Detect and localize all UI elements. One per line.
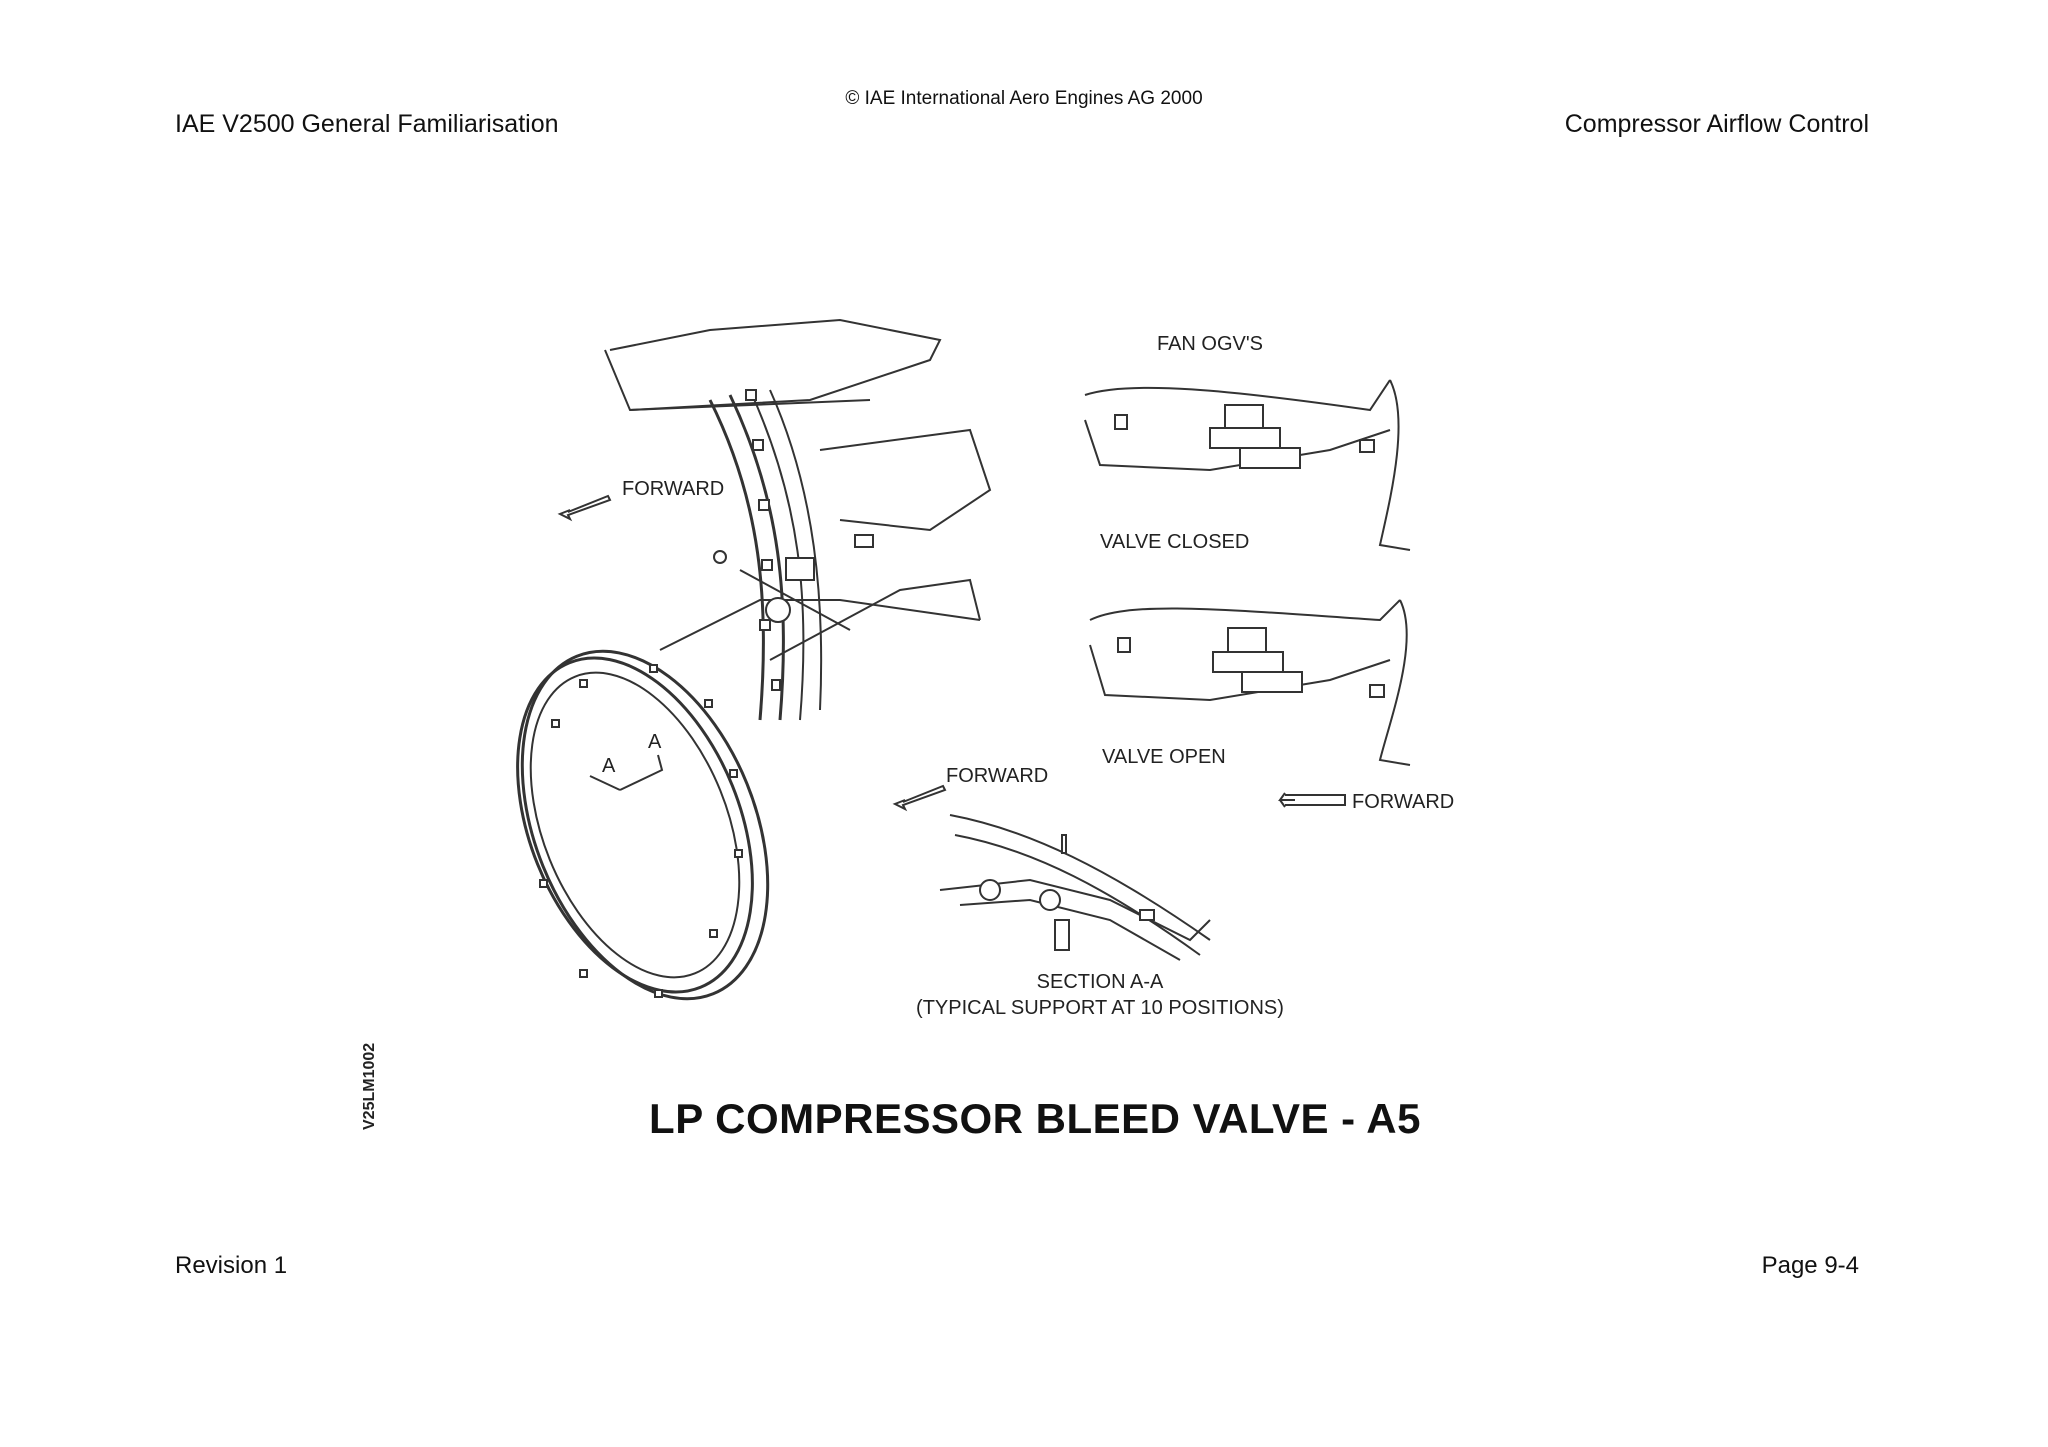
figure-id: V25LM1002	[361, 1043, 378, 1130]
valve-open-detail: VALVE OPEN	[1089, 599, 1411, 768]
valve-open-label: VALVE OPEN	[1102, 746, 1226, 768]
forward-label-right: FORWARD	[1352, 791, 1454, 813]
forward-arrow-right: FORWARD	[1278, 791, 1454, 813]
fan-ogvs-label: FAN OGV'S	[1157, 333, 1263, 355]
section-marker-2: A	[648, 731, 662, 753]
valve-closed-detail: FAN OGV'S VALVE CLOSED	[1084, 333, 1411, 553]
engine-structure-drawing	[604, 318, 992, 721]
figure-caption: LP COMPRESSOR BLEED VALVE - A5	[649, 1095, 1421, 1142]
section-marker-1: A	[602, 755, 616, 777]
section-aa-detail: FORWARD SECTION A-A (TYPICAL SUPPORT AT …	[892, 765, 1284, 1019]
document-title: IAE V2500 General Familiarisation	[175, 110, 559, 138]
forward-arrow-main: FORWARD	[557, 478, 724, 522]
forward-label-section: FORWARD	[946, 765, 1048, 787]
bleed-valve-illustration: FORWARD A A FAN OGV'S VALVE CLOSED	[516, 318, 1454, 1019]
figure-id-text: V25LM1002	[361, 1043, 378, 1130]
chapter-title: Compressor Airflow Control	[1564, 110, 1869, 138]
footer-revision: Revision 1	[175, 1252, 288, 1279]
section-title: SECTION A-A	[1037, 971, 1164, 993]
section-note: (TYPICAL SUPPORT AT 10 POSITIONS)	[916, 997, 1284, 1019]
bleed-valve-ring: A A	[516, 649, 770, 1001]
copyright-notice: © IAE International Aero Engines AG 2000	[845, 88, 1203, 109]
forward-label-main: FORWARD	[622, 478, 724, 500]
valve-closed-label: VALVE CLOSED	[1100, 531, 1249, 553]
footer-page-number: Page 9-4	[1761, 1252, 1859, 1279]
